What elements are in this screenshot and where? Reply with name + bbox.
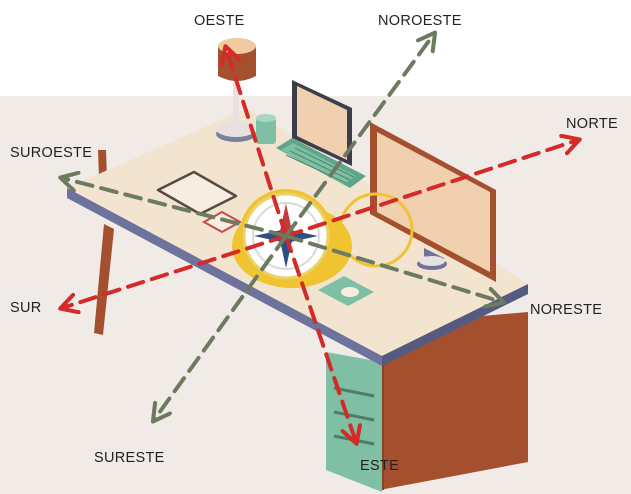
label-este: ESTE xyxy=(360,458,400,474)
mug-icon xyxy=(256,114,276,144)
cabinet-side xyxy=(380,312,528,490)
label-noroeste: NOROESTE xyxy=(378,13,462,29)
arrow-sureste xyxy=(154,234,288,420)
label-oeste: OESTE xyxy=(194,13,245,29)
arrow-noreste xyxy=(284,234,502,302)
laptop-icon xyxy=(276,80,366,188)
compass-ring-secondary xyxy=(338,192,414,268)
desk-edge xyxy=(67,188,382,366)
arrow-norte xyxy=(284,140,578,238)
drawer-front xyxy=(326,352,382,492)
arrow-sur xyxy=(62,234,288,308)
monitor-icon xyxy=(370,122,496,282)
tablet-icon xyxy=(156,170,238,216)
label-suroeste: SUROESTE xyxy=(10,145,93,161)
mouse-icon xyxy=(318,276,374,306)
arrow-oeste xyxy=(226,48,288,238)
arrow-suroeste xyxy=(62,178,288,238)
label-sur: SUR xyxy=(10,300,42,316)
label-sureste: SURESTE xyxy=(94,450,165,466)
desk-leg-front xyxy=(94,224,114,335)
arrow-este xyxy=(284,234,356,442)
label-norte: NORTE xyxy=(566,116,618,132)
arrow-noroeste xyxy=(284,34,434,238)
label-noreste: NORESTE xyxy=(530,302,603,318)
